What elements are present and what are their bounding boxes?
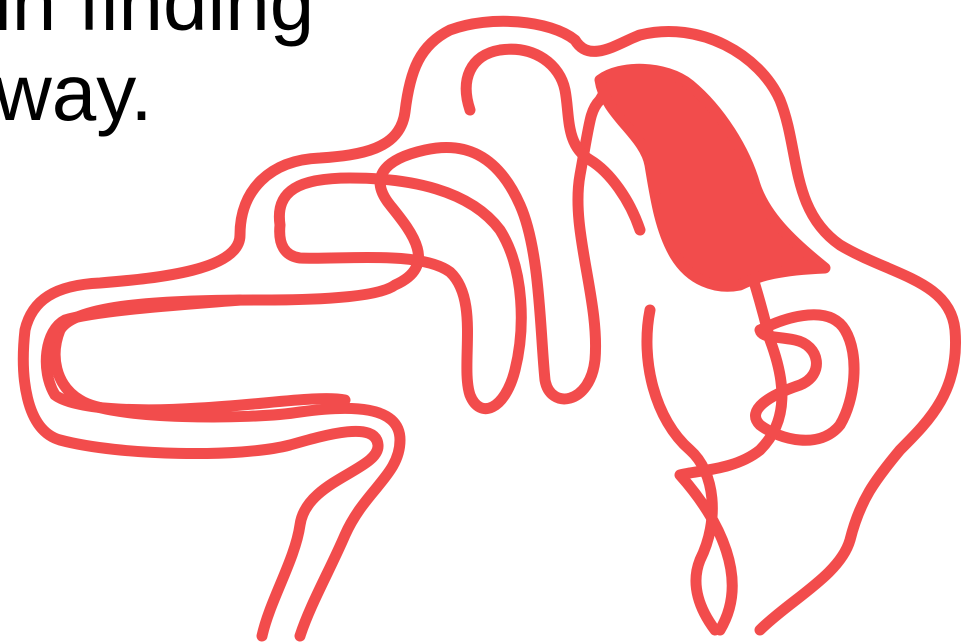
filled-mass (600, 69, 825, 286)
left-loop (46, 300, 345, 410)
outer-contour (23, 21, 955, 636)
right-loop (756, 315, 855, 440)
